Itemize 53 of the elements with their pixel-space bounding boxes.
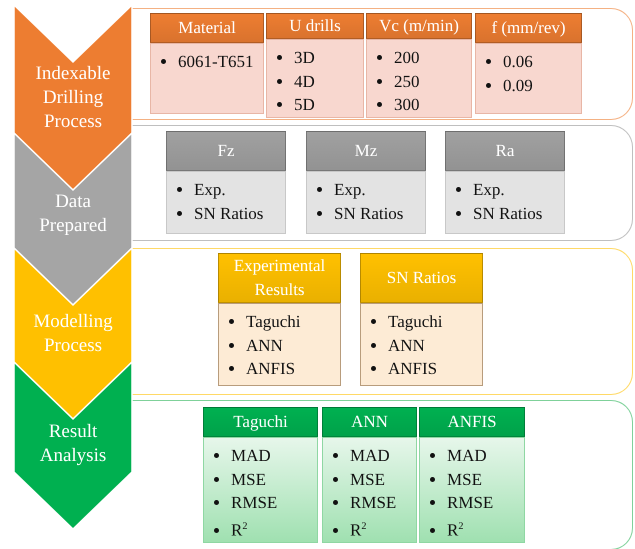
stage-label: Indexable Drilling Process [34,62,112,134]
stage-label: Data Prepared [38,190,108,238]
stage-label: Result Analysis [38,420,108,468]
list-item: RMSE [212,491,313,515]
column-header: Ra [445,131,565,171]
list-item: 3D [275,46,359,70]
panel-band [131,125,633,241]
list-item: 200 [375,46,467,70]
panel-band [131,248,633,395]
list-item: Taguchi [227,310,336,334]
list-item: SN Ratios [315,202,421,225]
list-item: 4D [275,70,359,93]
column-header: Mz [306,131,426,171]
column-header: Vc (m/min) [366,13,472,39]
list-item: Taguchi [369,310,478,334]
list-item: ANFIS [369,357,478,380]
list-item: MSE [331,468,412,492]
list-item: SN Ratios [175,202,281,225]
column-header: ANN [322,407,417,438]
list-item: R$^{2}$ [331,514,412,542]
panel-band [131,400,633,549]
list-item: MSE [428,468,520,492]
list-item: 5D [275,93,359,116]
list-item: Exp. [175,178,281,202]
column-header: f (mm/rev) [475,13,582,43]
column-header: Material [150,13,264,43]
list-item: 250 [375,70,467,93]
column-header: Experimental Results [218,253,341,303]
list-item: RMSE [428,491,520,515]
panel-band [131,8,633,120]
list-item: Exp. [315,178,421,202]
list-item: SN Ratios [454,202,560,225]
list-item: 0.06 [484,50,577,74]
column-header: SN Ratios [360,253,483,303]
list-item: 6061-T651 [159,50,259,74]
list-item: Exp. [454,178,560,202]
column-header: Taguchi [203,407,318,438]
list-item: R$^{2}$ [212,514,313,542]
column-header: ANFIS [419,407,525,438]
list-item: ANN [369,334,478,357]
list-item: ANFIS [227,357,336,380]
list-item: R$^{2}$ [428,514,520,542]
list-item: RMSE [331,491,412,515]
list-item: MSE [212,468,313,492]
list-item: MAD [428,444,520,468]
column-header: U drills [266,13,364,39]
list-item: MAD [212,444,313,468]
list-item: ANN [227,334,336,357]
stage-label: Modelling Process [32,310,114,358]
list-item: MAD [331,444,412,468]
column-header: Fz [166,131,286,171]
list-item: 300 [375,93,467,116]
list-item: 0.09 [484,74,577,97]
